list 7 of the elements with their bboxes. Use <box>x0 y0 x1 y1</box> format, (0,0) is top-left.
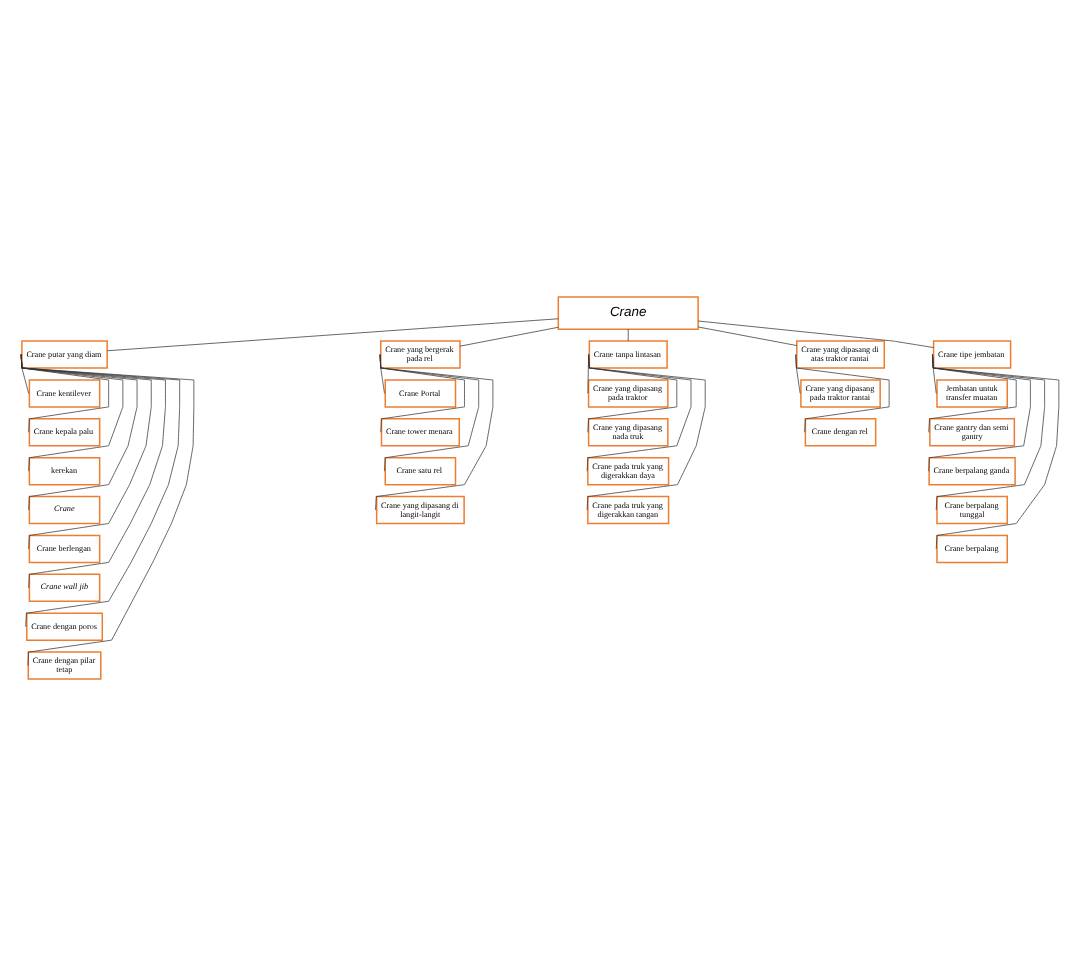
connector <box>375 354 494 511</box>
connector <box>697 320 934 348</box>
connector <box>697 326 798 346</box>
connector <box>107 318 559 352</box>
connector <box>795 354 890 433</box>
connector <box>20 354 195 666</box>
connector <box>459 326 559 347</box>
